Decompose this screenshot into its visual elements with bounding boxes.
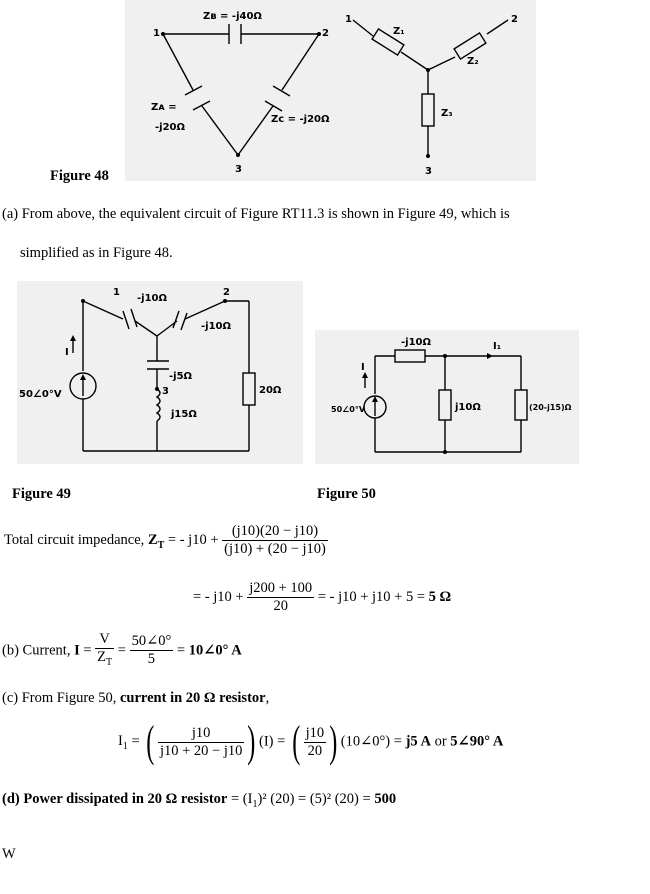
- fig50-current-i1-label: I₁: [493, 341, 501, 352]
- fig50-caption: Figure 50: [317, 486, 376, 502]
- eq1-fraction: (j10)(20 − j10)(j10) + (20 − j10): [222, 523, 328, 557]
- fig48-star-node-3: 3: [425, 166, 432, 177]
- eq1-zt: ZT: [147, 531, 165, 551]
- para-a-line1: (a) From above, the equivalent circuit o…: [2, 206, 510, 222]
- eq-total-impedance: Total circuit impedance, ZT = - j10 + (j…: [4, 523, 328, 558]
- fig49-label-j10-right: -j10Ω: [201, 321, 231, 332]
- para-d-result: 500: [374, 791, 397, 807]
- fig48-node-1: 1: [153, 28, 160, 39]
- fig48-za-value: -j20Ω: [155, 122, 185, 133]
- eq3-result-1: j5 A: [405, 733, 431, 750]
- para-b-prefix: (b) Current,: [2, 642, 75, 659]
- fig49-node-3: 3: [162, 386, 169, 397]
- eq1-rhs: = - j10 +: [164, 531, 223, 548]
- figure-48-image: 1 2 3 Zʙ = -j40Ω Zᴀ = -j20Ω Zc = -j20Ω 1…: [125, 0, 536, 181]
- fig48-star-node-2: 2: [511, 14, 518, 25]
- fig48-zc-label: Zc = -j20Ω: [271, 114, 330, 125]
- fig50-label-j10-series: -j10Ω: [401, 337, 431, 348]
- fig48-node-2: 2: [322, 28, 329, 39]
- fig48-z2: Z₂: [467, 56, 479, 67]
- figure-49-image: 1 2 3 -j10Ω -j10Ω -j5Ω j15Ω 20Ω 50∠0°V I: [17, 281, 303, 464]
- figure-50-image: -j10Ω j10Ω (20-j15)Ω 50∠0°V I I₁: [315, 330, 579, 464]
- fig48-star-node-1: 1: [345, 14, 352, 25]
- eq3-result-2: 5∠90° A: [450, 733, 504, 750]
- eq2-prefix: = - j10 +: [193, 588, 248, 605]
- trailing-unit: W: [2, 846, 16, 862]
- fig49-source-label: 50∠0°V: [19, 389, 62, 400]
- fig48-z1: Z₁: [393, 26, 405, 37]
- para-c-bold: current in 20 Ω resistor: [120, 690, 266, 706]
- fig49-current-label: I: [65, 347, 69, 358]
- para-a-line2: simplified as in Figure 48.: [20, 245, 173, 261]
- fig48-za-label: Zᴀ =: [151, 102, 177, 113]
- para-b-i: I: [74, 642, 80, 659]
- para-b-fraction-2: 50∠0°5: [129, 633, 174, 668]
- fig49-node-1: 1: [113, 287, 120, 298]
- eq1-prefix: Total circuit impedance,: [4, 531, 148, 548]
- fig50-label-j10-shunt: j10Ω: [454, 402, 481, 413]
- para-b-result: 10∠0° A: [188, 642, 242, 659]
- fig48-node-3: 3: [235, 164, 242, 175]
- para-d-power: (d) Power dissipated in 20 Ω resistor = …: [2, 791, 397, 810]
- fig48-caption: Figure 48: [50, 168, 109, 184]
- fig48-z3: Z₃: [441, 108, 453, 119]
- fig50-current-label: I: [361, 362, 365, 373]
- eq2-result: 5 Ω: [428, 588, 452, 605]
- fig49-label-j5: -j5Ω: [169, 371, 193, 382]
- fig49-label-j15: j15Ω: [170, 409, 197, 420]
- fig49-caption: Figure 49: [12, 486, 71, 502]
- para-c: (c) From Figure 50, current in 20 Ω resi…: [2, 690, 270, 706]
- fig49-label-20ohm: 20Ω: [259, 385, 282, 396]
- fig49-label-j10-left: -j10Ω: [137, 293, 167, 304]
- para-d-bold: (d) Power dissipated in 20 Ω resistor: [2, 791, 228, 807]
- fig50-label-20-j15: (20-j15)Ω: [529, 403, 572, 412]
- eq2-rest: = - j10 + j10 + 5 =: [314, 588, 429, 605]
- fig50-source-label: 50∠0°V: [331, 405, 366, 414]
- fig49-node-2: 2: [223, 287, 230, 298]
- fig48-zb-label: Zʙ = -j40Ω: [203, 11, 262, 22]
